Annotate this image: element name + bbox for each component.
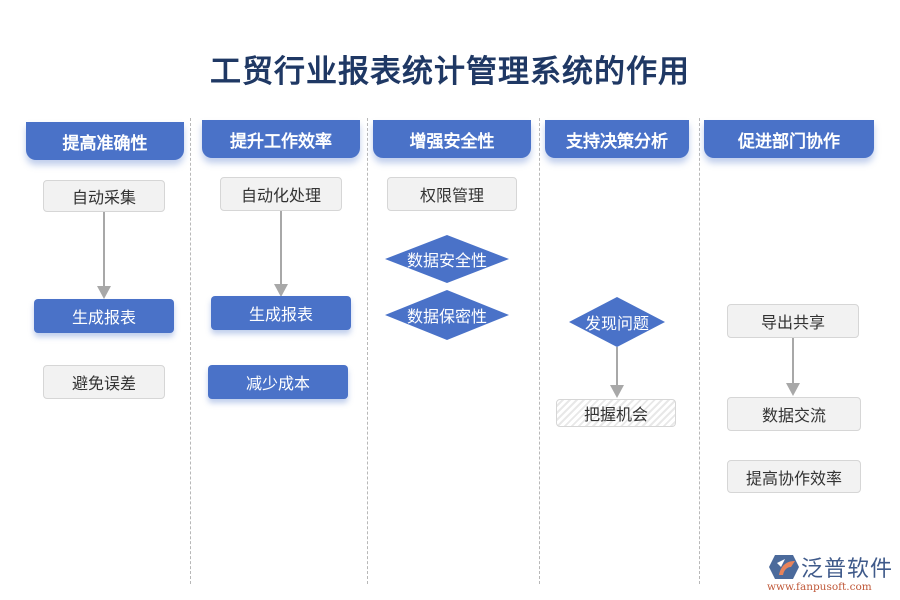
node-label: 发现问题 — [584, 314, 649, 333]
arrow-down-icon — [786, 338, 800, 396]
node-label: 数据安全性 — [406, 251, 487, 270]
column-header-collaboration: 促进部门协作 — [704, 120, 874, 158]
node-label: 数据保密性 — [406, 307, 487, 326]
node-find-problem: 发现问题 — [569, 297, 665, 347]
arrow-down-icon — [610, 347, 624, 398]
node-seize-opportunity: 把握机会 — [556, 399, 676, 427]
node-avoid-error: 避免误差 — [43, 365, 165, 399]
column-header-accuracy: 提高准确性 — [26, 122, 184, 160]
node-export-share: 导出共享 — [727, 304, 859, 338]
node-data-security: 数据安全性 — [385, 235, 509, 283]
node-reduce-cost: 减少成本 — [208, 365, 348, 399]
brand-name: 泛普软件 — [801, 557, 894, 582]
column-separator — [367, 118, 368, 584]
node-generate-report: 生成报表 — [34, 299, 174, 333]
node-permission-management: 权限管理 — [387, 177, 517, 211]
brand-url: www.fanpusoft.com — [767, 581, 872, 593]
column-header-security: 增强安全性 — [373, 120, 531, 158]
node-auto-process: 自动化处理 — [220, 177, 342, 211]
column-header-decision: 支持决策分析 — [545, 120, 689, 158]
column-separator — [539, 118, 540, 584]
diamond-shape-icon — [385, 290, 509, 340]
arrow-down-icon — [274, 211, 288, 297]
page-title: 工贸行业报表统计管理系统的作用 — [210, 54, 690, 90]
column-separator — [190, 118, 191, 584]
node-generate-report: 生成报表 — [211, 296, 351, 330]
diamond-shape-icon — [569, 297, 665, 347]
node-improve-collaboration: 提高协作效率 — [727, 460, 861, 493]
node-data-exchange: 数据交流 — [727, 397, 861, 431]
fanpu-logo-icon — [769, 555, 799, 579]
node-data-confidentiality: 数据保密性 — [385, 290, 509, 340]
column-header-efficiency: 提升工作效率 — [202, 120, 360, 158]
column-separator — [699, 118, 700, 584]
arrow-down-icon — [97, 212, 111, 299]
node-auto-collect: 自动采集 — [43, 180, 165, 212]
brand-logo: 泛普软件 www.fanpusoft.com — [765, 551, 895, 597]
diamond-shape-icon — [385, 235, 509, 283]
